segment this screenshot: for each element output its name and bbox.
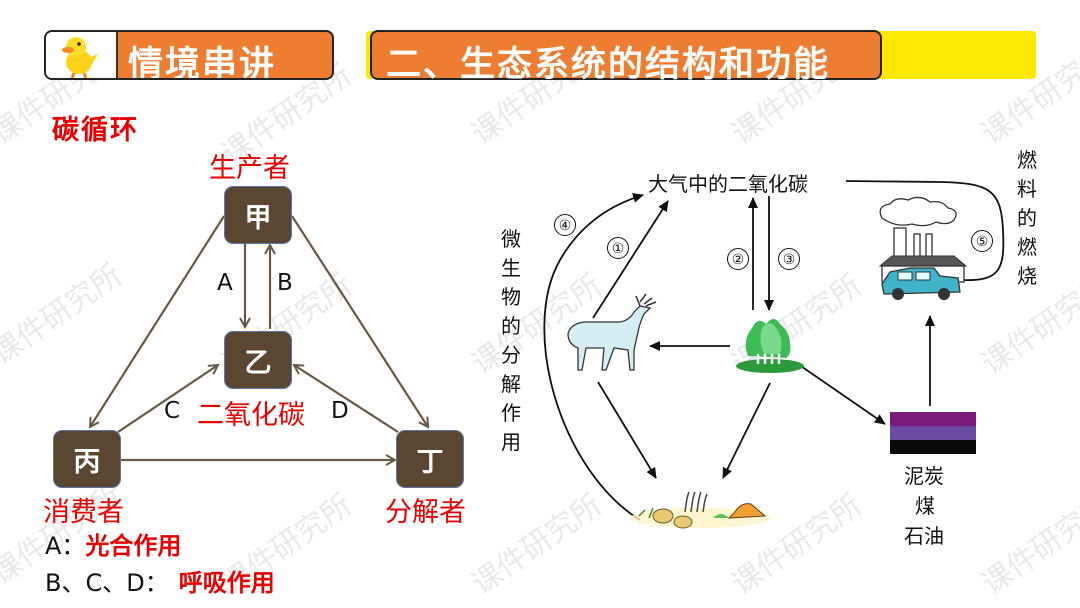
legend-key: B、C、D： xyxy=(45,569,169,597)
microbe-decomposition-label: 微生物的分解作用 xyxy=(501,227,521,454)
fossil-coal-label: 煤 xyxy=(915,494,935,518)
node-ding: 丁 xyxy=(396,430,464,488)
step-marker-2: ② xyxy=(727,248,749,270)
co2-label: 二氧化碳 xyxy=(197,400,305,431)
legend-row-bcd: B、C、D： 呼吸作用 xyxy=(45,563,275,598)
step-marker-1: ① xyxy=(607,237,629,259)
legend-key: A： xyxy=(45,532,86,560)
arrow-label-a: A xyxy=(217,270,233,296)
section-title: 二、生态系统的结构和功能 xyxy=(386,45,831,85)
producer-label: 生产者 xyxy=(209,153,290,184)
fossil-peat-label: 泥炭 xyxy=(904,464,944,488)
node-bing: 丙 xyxy=(53,430,121,488)
node-jia: 甲 xyxy=(224,186,292,244)
factory-car-icon xyxy=(878,196,968,300)
fuel-combustion-label: 燃料的燃烧 xyxy=(1017,148,1037,288)
section-label: 情境串讲 xyxy=(128,45,277,80)
decomposer-label: 分解者 xyxy=(385,497,466,528)
legend-value: 呼吸作用 xyxy=(178,569,275,597)
arrow-label-b: B xyxy=(277,270,293,296)
remains-icon xyxy=(630,491,770,529)
tree-icon xyxy=(736,319,804,373)
deer-icon xyxy=(567,293,657,371)
arrow-label-c: C xyxy=(164,398,181,424)
legend-row-a: A：光合作用 xyxy=(45,526,181,561)
fossil-oil-label: 石油 xyxy=(904,524,944,548)
consumer-label: 消费者 xyxy=(43,497,124,528)
fossil-layers-icon xyxy=(890,412,976,454)
arrow-label-d: D xyxy=(331,398,349,424)
step-marker-3: ③ xyxy=(778,248,800,270)
section-label-box: 情境串讲 xyxy=(44,30,334,80)
left-diagram-arrows xyxy=(0,215,500,608)
step-marker-4: ④ xyxy=(554,214,576,236)
section-title-box: 二、生态系统的结构和功能 xyxy=(370,30,882,85)
duck-icon xyxy=(46,32,118,78)
carbon-cycle-title: 碳循环 xyxy=(52,115,139,146)
atmosphere-co2-label: 大气中的二氧化碳 xyxy=(648,172,808,196)
legend-value: 光合作用 xyxy=(85,532,182,560)
node-yi: 乙 xyxy=(224,331,292,389)
step-marker-5: ⑤ xyxy=(971,230,993,252)
